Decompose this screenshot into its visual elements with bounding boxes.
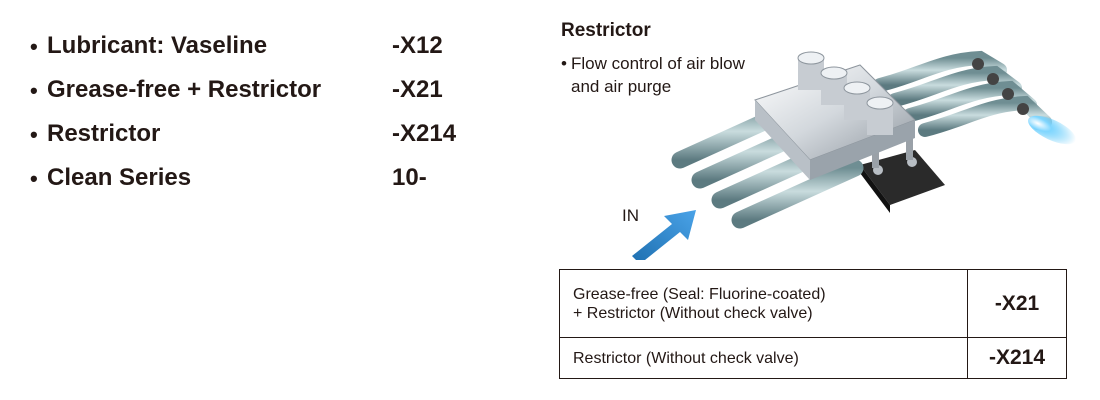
option-row-vaseline: • Lubricant: Vaseline -X12 xyxy=(30,26,510,70)
description-line: + Restrictor (Without check valve) xyxy=(573,304,813,322)
option-name: Clean Series xyxy=(47,164,192,191)
option-code: -X214 xyxy=(392,120,457,147)
restrictor-illustration xyxy=(632,50,1076,260)
option-code: -X21 xyxy=(392,76,443,103)
option-name: Lubricant: Vaseline xyxy=(47,32,268,59)
bullet: • xyxy=(30,122,38,147)
table-cell-code: -X214 xyxy=(967,337,1067,379)
description-line: and air purge xyxy=(571,77,672,96)
option-name: Restrictor xyxy=(47,120,161,147)
description-line: Grease-free (Seal: Fluorine-coated) xyxy=(573,285,826,303)
hex-caps xyxy=(797,51,894,135)
option-row-restrictor: • Restrictor -X214 xyxy=(30,114,510,158)
manifold-body xyxy=(754,64,916,180)
bullet: • xyxy=(30,34,38,59)
description-line: Flow control of air blow xyxy=(571,54,745,73)
bullet: • xyxy=(30,166,38,191)
table-row: Grease-free (Seal: Fluorine-coated) + Re… xyxy=(559,269,1067,338)
option-list: • Lubricant: Vaseline -X12 • Grease-free… xyxy=(30,26,510,202)
option-row-grease-free-restrictor: • Grease-free + Restrictor -X21 xyxy=(30,70,510,114)
bullet: • xyxy=(30,78,38,103)
option-name: Grease-free + Restrictor xyxy=(47,76,322,103)
spec-table: Grease-free (Seal: Fluorine-coated) + Re… xyxy=(559,269,1067,379)
table-cell-code: -X21 xyxy=(967,269,1067,338)
bullet: • xyxy=(561,54,567,73)
description-line: Restrictor (Without check valve) xyxy=(573,349,799,367)
option-row-clean-series: • Clean Series 10- xyxy=(30,158,510,202)
option-code: -X12 xyxy=(392,32,443,59)
option-code: 10- xyxy=(392,164,427,191)
table-row: Restrictor (Without check valve) -X214 xyxy=(559,337,1067,379)
air-spray xyxy=(1028,115,1076,145)
restrictor-title: Restrictor xyxy=(561,20,651,41)
table-cell-description: Grease-free (Seal: Fluorine-coated) + Re… xyxy=(559,269,968,338)
in-arrow-icon xyxy=(632,210,696,260)
restrictor-description: • Flow control of air blow and air purge xyxy=(561,52,791,98)
table-cell-description: Restrictor (Without check valve) xyxy=(559,337,968,379)
in-label: IN xyxy=(622,206,639,225)
